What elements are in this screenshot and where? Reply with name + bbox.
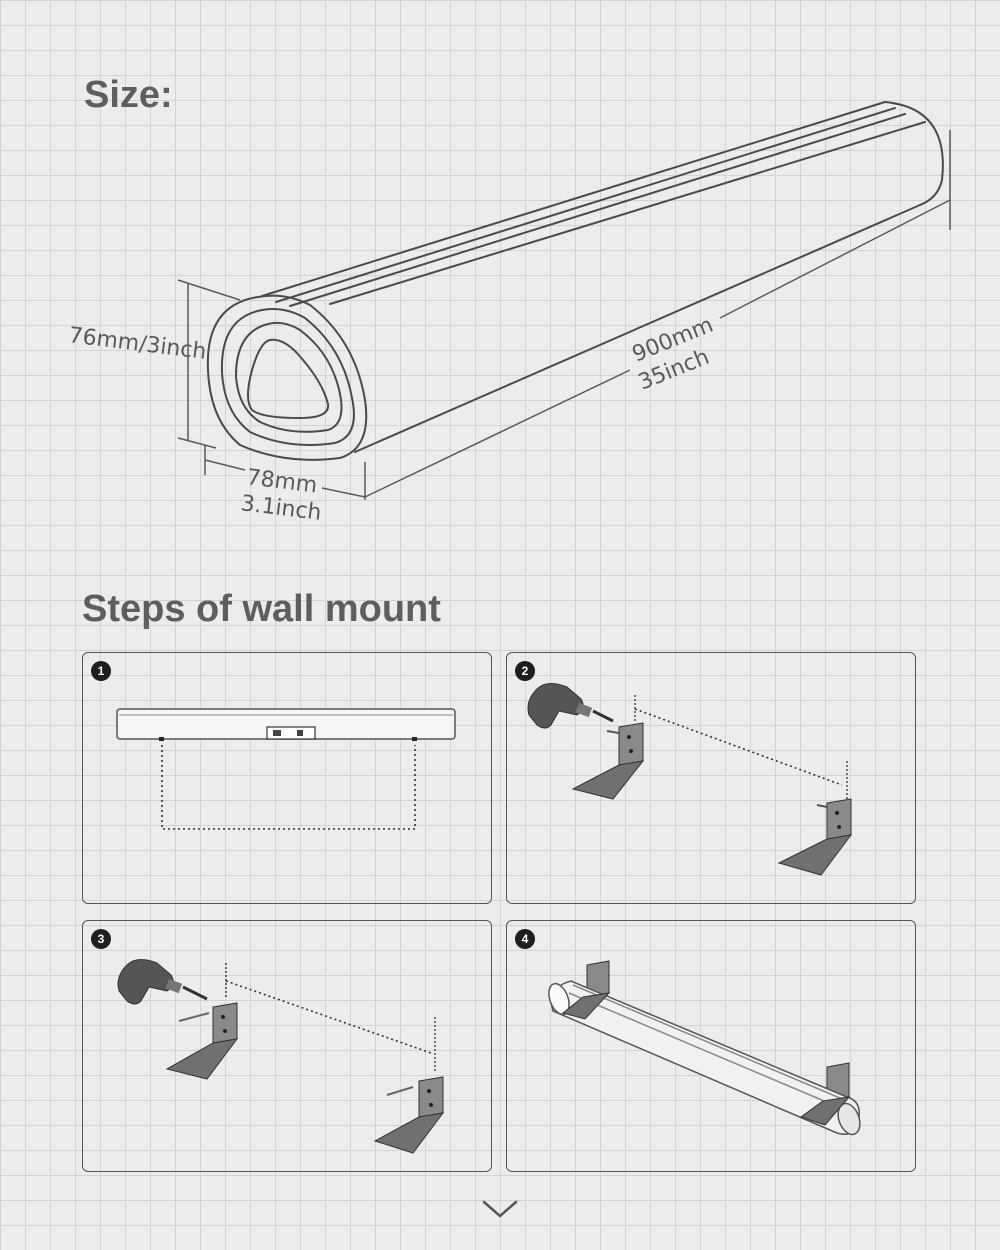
step-2-illustration [527,683,853,876]
mount-hole-left [159,737,164,741]
bar-top-groove-2 [289,113,906,307]
screw-icon [606,730,620,734]
step-number-3: 3 [91,929,111,949]
depth-dimension-line [204,459,366,498]
step-panel-1: 1 [82,652,492,904]
step-panel-4: 4 [506,920,916,1172]
step-panel-2: 2 [506,652,916,904]
drill-icon [527,683,614,729]
bracket-icon [165,1002,239,1080]
size-title: Size: [84,74,173,116]
bracket-icon [373,1076,445,1154]
chevron-down-icon[interactable] [480,1196,520,1222]
step-panel-3: 3 [82,920,492,1172]
screw-icon [816,804,828,808]
length-dimension-line [364,199,951,498]
bar-front-triangle [247,338,330,419]
bar-front-cap-ring [220,308,355,446]
step-number-2: 2 [515,661,535,681]
bracket-icon [777,798,853,876]
step-4-illustration [548,960,861,1136]
height-ext-bottom [177,437,217,449]
bar-bottom-edge [354,204,921,453]
bracket-icon [571,722,645,800]
step-number-4: 4 [515,929,535,949]
drill-icon [117,959,208,1005]
mount-hole-right [412,737,417,741]
screw-icon [386,1086,414,1096]
soundbar-dimension-diagram: 76mm/3inch 78mm 3.1inch 900mm 35inch [67,101,951,526]
steps-title: Steps of wall mount [82,588,441,630]
bar-front-cap-outer [206,294,368,461]
bar-top-groove-3 [329,121,926,305]
step-number-1: 1 [91,661,111,681]
bar-top-edge [261,101,886,297]
hole-spacing-line [161,745,416,830]
mounted-soundbar [548,980,861,1136]
bar-front-cap-ring-inner [235,321,343,433]
step-1-illustration [116,708,456,830]
bar-far-end [884,101,944,206]
bar-top-groove-1 [275,107,896,303]
height-label: 76mm/3inch [67,323,207,365]
screw-icon [178,1012,210,1022]
step-3-illustration [117,959,445,1154]
